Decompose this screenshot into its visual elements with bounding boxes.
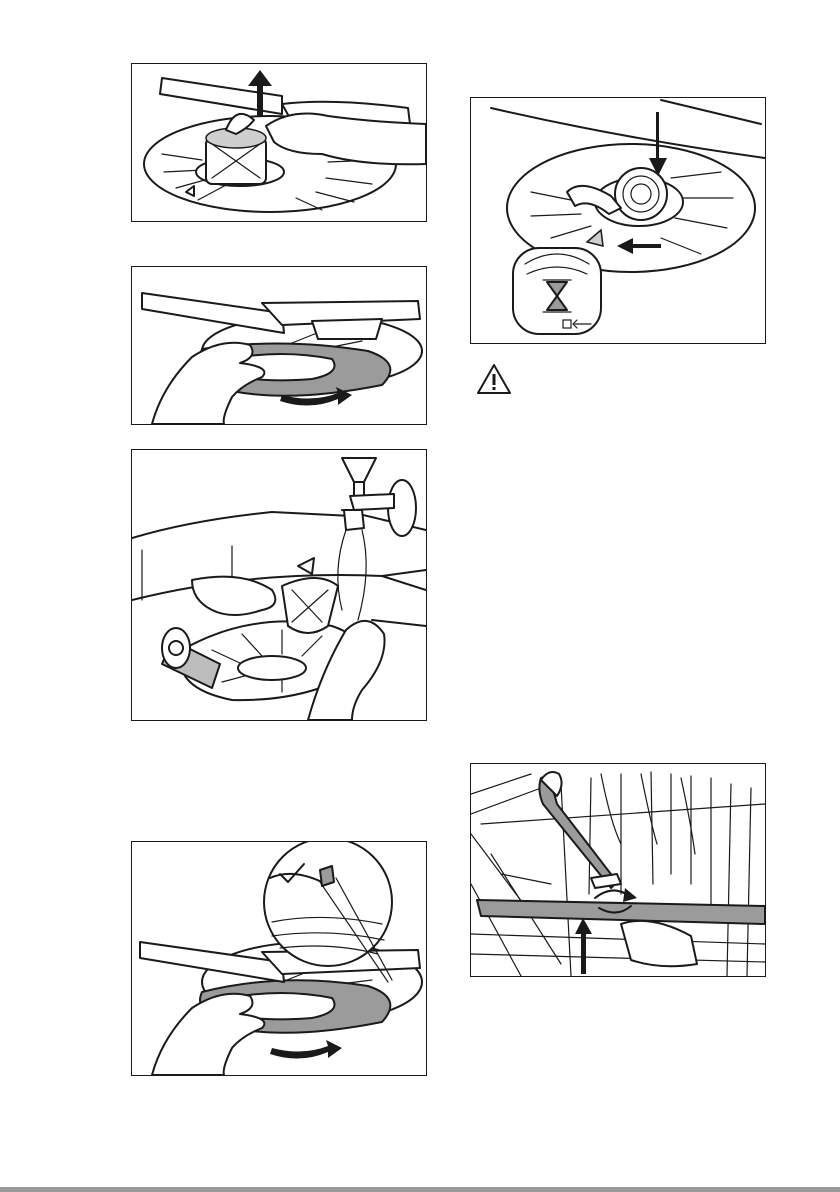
filter-turn-illustration [131, 266, 427, 425]
warning-triangle-icon [476, 363, 512, 395]
lower-spray-arm-install-illustration [470, 763, 766, 977]
filter-reinsert-lock-illustration [470, 97, 766, 344]
filter-check-seal-illustration [131, 841, 427, 1076]
filter-lift-out-illustration [131, 63, 427, 222]
filter-rinse-under-tap-illustration [131, 449, 427, 721]
page-bottom-rule [0, 1187, 840, 1192]
